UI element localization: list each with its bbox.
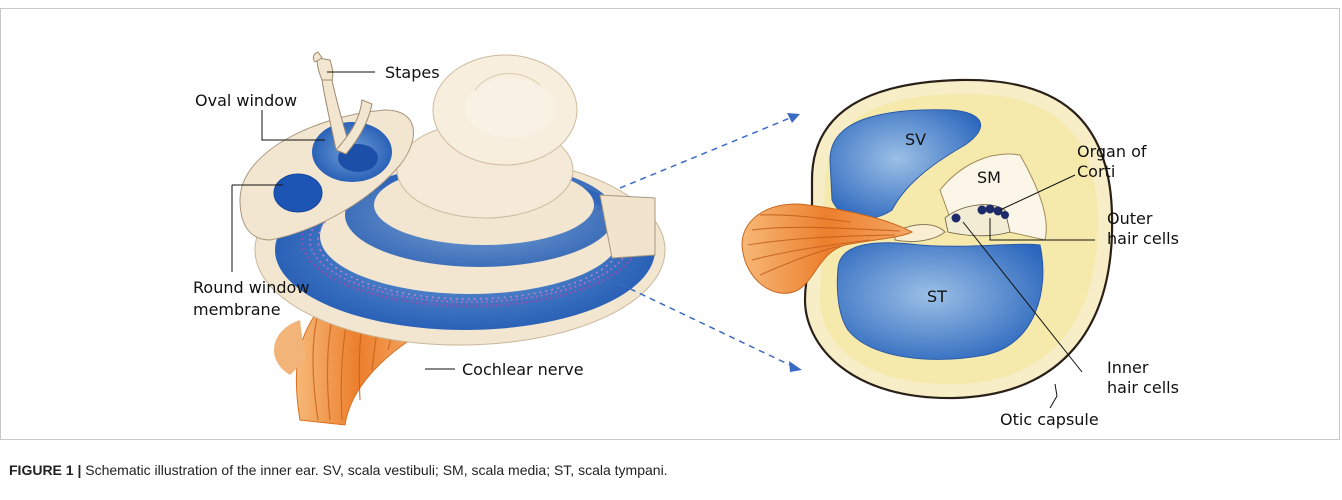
- label-stapes: Stapes: [385, 63, 440, 82]
- label-organ-of-corti-line2: Corti: [1077, 162, 1115, 181]
- label-oval-window: Oval window: [195, 91, 297, 110]
- zoom-arrow-head-lower: [789, 361, 802, 372]
- label-outer-hair-cells-line2: hair cells: [1107, 229, 1179, 248]
- label-round-window-membrane-line2: membrane: [193, 300, 281, 319]
- label-organ-of-corti-line1: Organ of: [1077, 142, 1147, 161]
- label-outer-hair-cells-line1: Outer: [1107, 209, 1152, 228]
- round-window-membrane: [274, 174, 322, 212]
- label-sv: SV: [905, 130, 926, 149]
- figure-number: FIGURE 1 |: [9, 462, 81, 478]
- cochlea-cross-section: [742, 80, 1112, 398]
- label-inner-hair-cells-line2: hair cells: [1107, 378, 1179, 397]
- figure-caption: FIGURE 1 | Schematic illustration of the…: [9, 462, 668, 478]
- label-otic-capsule: Otic capsule: [1000, 410, 1099, 429]
- zoom-arrow-head-upper: [787, 113, 800, 123]
- caption-text: Schematic illustration of the inner ear.…: [81, 462, 667, 478]
- label-st: ST: [927, 287, 947, 306]
- label-round-window-membrane-line1: Round window: [193, 278, 309, 297]
- label-inner-hair-cells-line1: Inner: [1107, 358, 1148, 377]
- label-sm: SM: [977, 168, 1001, 187]
- label-cochlear-nerve: Cochlear nerve: [462, 360, 584, 379]
